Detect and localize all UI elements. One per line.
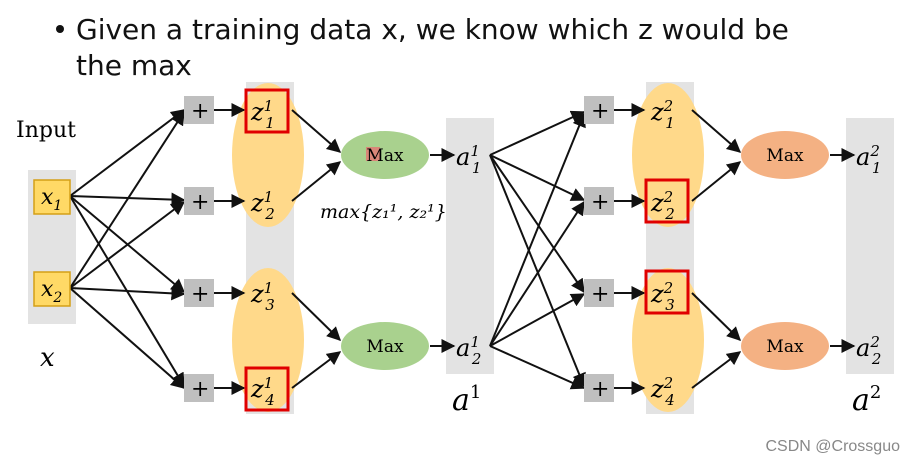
z1-2-symbol: z: [250, 189, 264, 217]
bullet-line-1: Given a training data x, we know which z…: [76, 13, 789, 46]
max-1-2-label: Max: [366, 337, 404, 357]
plus-1-4: +: [191, 377, 209, 402]
plus-2-1: +: [591, 99, 609, 124]
layer2-max-nodes: Max Max: [741, 131, 829, 370]
layer1-group-1-ellipse: [232, 83, 304, 227]
input-to-plus-edges: [69, 109, 186, 389]
max-2-1-oval: [741, 131, 829, 179]
z2-4-symbol: z: [650, 375, 664, 403]
z1-to-max-edges: [291, 109, 342, 389]
plus-1-1: +: [191, 99, 209, 124]
x-vector-label: x: [40, 343, 55, 373]
plus-1-2: +: [191, 190, 209, 215]
svg-text:x2: x2: [41, 277, 62, 306]
max-1-1-oval: [341, 131, 429, 179]
z2-1-symbol: z: [650, 98, 664, 126]
a2-1-symbol: a: [856, 143, 870, 171]
layer2-plus-nodes: + + + +: [584, 96, 614, 402]
plus-2-3: +: [591, 282, 609, 307]
max-2-2-oval: [741, 322, 829, 370]
z2-3-highlight: [644, 269, 690, 315]
layer2-group-2-ellipse: [632, 268, 704, 412]
svg-text:z11: z11: [250, 97, 275, 132]
z2-2-symbol: z: [650, 189, 664, 217]
input-x1-symbol: x: [41, 185, 54, 210]
input-x2-node: x2: [33, 271, 71, 307]
plus-2-2: +: [591, 190, 609, 215]
a1-2-symbol: a: [456, 334, 470, 362]
svg-text:z14: z14: [250, 374, 275, 409]
svg-text:z23: z23: [650, 279, 675, 314]
input-x2-symbol: x: [41, 277, 54, 302]
z1-1-symbol: z: [250, 98, 264, 126]
max-1-2-oval: [341, 322, 429, 370]
svg-text:z22: z22: [650, 188, 675, 223]
svg-text:a12: a12: [456, 333, 481, 368]
svg-text:x1: x1: [41, 185, 62, 214]
a1-1-symbol: a: [456, 143, 470, 171]
a2-vector-label: a2: [852, 382, 881, 418]
svg-text:a21: a21: [856, 142, 881, 177]
z1-3-symbol: z: [250, 280, 264, 308]
z2-to-max-edges: [691, 109, 742, 389]
max-to-a2-edges: [830, 148, 856, 353]
max-formula: max{z₁¹, z₂¹}: [320, 201, 447, 223]
input-label: Input: [16, 118, 76, 143]
max-2-2-label: Max: [766, 337, 804, 357]
layer1-group-2-ellipse: [232, 268, 304, 412]
a2-2-symbol: a: [856, 334, 870, 362]
plus-to-z2-edges: [614, 103, 646, 395]
z2-3-symbol: z: [650, 280, 664, 308]
svg-text:z21: z21: [650, 97, 675, 132]
svg-text:z12: z12: [250, 188, 275, 223]
bullet-line-2: the max: [76, 49, 192, 82]
plus-1-3: +: [191, 282, 209, 307]
csdn-watermark: CSDN @Crossguo: [765, 438, 901, 455]
max-to-a1-edges: [430, 148, 456, 353]
bullet-dot: [56, 25, 64, 33]
layer2-group-1-ellipse: [632, 83, 704, 227]
input-x1-node: x1: [33, 179, 71, 215]
plus-to-z1-edges: [214, 103, 246, 395]
z1-4-symbol: z: [250, 375, 264, 403]
max-1-1-red-mark: [366, 147, 380, 161]
a1-to-plus-edges: [489, 110, 586, 390]
svg-text:a22: a22: [856, 333, 881, 368]
a1-vector-label: a1: [452, 382, 481, 418]
input-x1-sub: 1: [53, 198, 62, 214]
svg-text:z13: z13: [250, 279, 275, 314]
input-x2-sub: 2: [52, 290, 62, 306]
plus-2-4: +: [591, 377, 609, 402]
bullet-text: Given a training data x, we know which z…: [56, 12, 789, 84]
layer1-plus-nodes: + + + +: [184, 96, 214, 402]
z1-1-highlight: [244, 88, 290, 134]
svg-text:z24: z24: [650, 374, 675, 409]
z2-2-highlight: [644, 178, 690, 224]
max-1-1-label: Max: [366, 146, 404, 166]
layer1-max-nodes: Max Max: [341, 131, 429, 370]
z1-4-highlight: [244, 366, 290, 412]
svg-text:a11: a11: [456, 142, 481, 177]
max-2-1-label: Max: [766, 146, 804, 166]
